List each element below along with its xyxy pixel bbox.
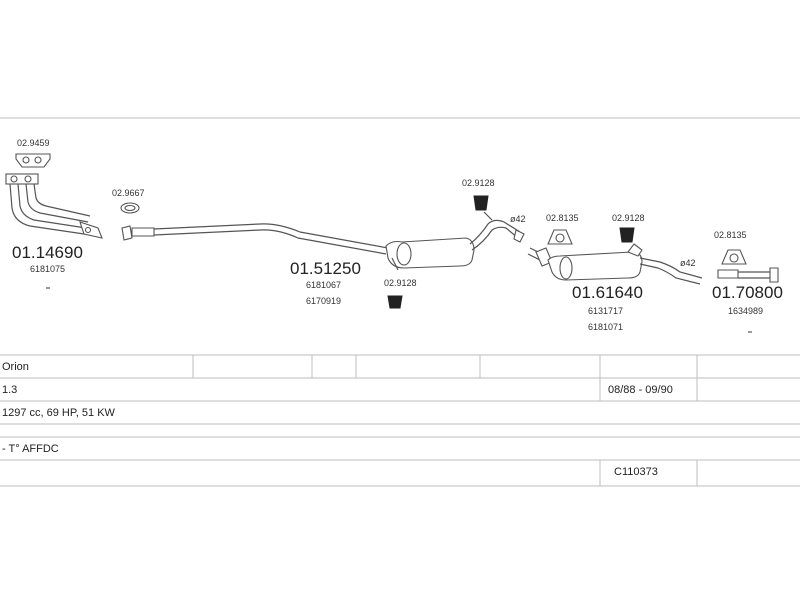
rear-tail-pipe [639, 257, 703, 279]
front-pipe-flange-icon [79, 221, 103, 239]
info-row-engine: 1.3 08/88 - 09/90 [0, 379, 800, 401]
rear-muffler-bracket [627, 243, 643, 257]
tail-pipe-icon [717, 269, 739, 279]
info-table-grid [0, 354, 800, 487]
rear-oe-1: 6131717 [588, 306, 623, 316]
engine-size: 1.3 [2, 384, 18, 396]
engine-spec: 1297 cc, 69 HP, 51 KW [2, 407, 115, 419]
tail-tip-icon [769, 267, 779, 283]
front-pipe-group: 02.9459 01.14690 6181075 [5, 138, 103, 289]
gasket-rear-icon [547, 229, 573, 245]
hanger-pointer [391, 257, 399, 271]
hanger-icon [619, 227, 635, 243]
hanger-pointer [483, 211, 493, 221]
tail-oe: 1634989 [728, 306, 763, 316]
downpipe-line [9, 183, 85, 235]
front-flange-icon [5, 173, 39, 185]
hanger-icon [387, 295, 403, 309]
middle-pipe [153, 223, 389, 249]
info-row-catalog: C110373 [0, 461, 800, 483]
middle-number: 01.51250 [290, 259, 361, 278]
clamp-ring-inner [124, 204, 136, 212]
hanger-mid-lower-number: 02.9128 [384, 278, 417, 288]
diameter-label-2: ø42 [680, 258, 696, 268]
clamp-group: 02.9667 [112, 188, 145, 214]
connector-icon [121, 225, 133, 241]
front-pipe-oe: 6181075 [30, 264, 65, 274]
engine-code: - T° AFFDC [2, 443, 59, 455]
connector-sleeve [131, 227, 155, 237]
gasket-rear-number: 02.8135 [546, 213, 579, 223]
muffler-end [559, 256, 573, 280]
downpipe-line [17, 183, 87, 229]
diameter-label-1: ø42 [510, 214, 526, 224]
gasket-top-number: 02.9459 [17, 138, 50, 148]
middle-section-group: 01.51250 6181067 6170919 02.9128 02.9128… [121, 178, 526, 309]
middle-oe-2: 6170919 [306, 296, 341, 306]
model-name: Orion [2, 361, 29, 373]
hanger-mid-upper-number: 02.9128 [462, 178, 495, 188]
gasket-tail-icon [721, 249, 747, 265]
downpipe-line [33, 183, 91, 217]
info-row-model: Orion [0, 356, 800, 378]
hanger-rear-number: 02.9128 [612, 213, 645, 223]
catalog-code: C110373 [614, 466, 658, 478]
gasket-icon [15, 153, 51, 168]
rear-section-group: 02.8135 02.9128 ø42 01.61640 6131717 618… [527, 213, 703, 332]
silencer-end [396, 242, 412, 266]
info-row-engine-code: - T° AFFDC [0, 438, 800, 460]
tail-section-group: 02.8135 01.70800 1634989 [712, 230, 783, 333]
middle-outlet-pipe [471, 226, 519, 251]
production-years: 08/88 - 09/90 [608, 384, 673, 396]
gasket-tail-number: 02.8135 [714, 230, 747, 240]
downpipe-line [25, 183, 89, 223]
rear-number: 01.61640 [572, 283, 643, 302]
front-pipe-number: 01.14690 [12, 243, 83, 262]
hanger-icon [473, 195, 489, 211]
middle-outlet-tip [513, 229, 525, 243]
middle-pipe [153, 229, 387, 255]
middle-oe-1: 6181067 [306, 280, 341, 290]
rear-oe-2: 6181071 [588, 322, 623, 332]
tail-number: 01.70800 [712, 283, 783, 302]
info-row-spec: 1297 cc, 69 HP, 51 KW [0, 402, 800, 424]
clamp-number: 02.9667 [112, 188, 145, 198]
middle-outlet-pipe [469, 219, 521, 245]
rear-tail-pipe [639, 263, 701, 285]
